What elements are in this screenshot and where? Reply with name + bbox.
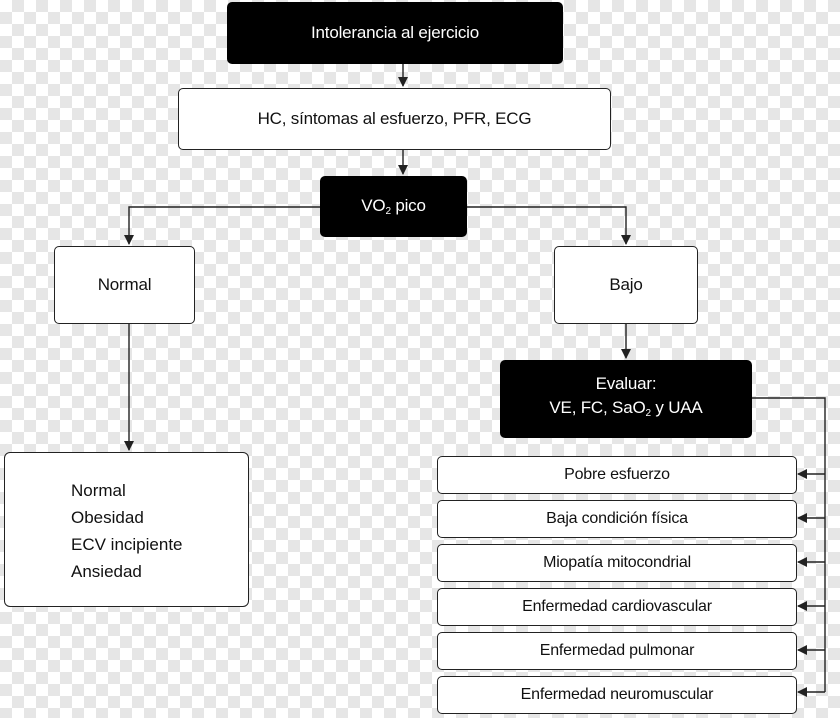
normal-causes-list: Normal Obesidad ECV incipiente Ansiedad <box>4 452 249 607</box>
node-hc-label: HC, síntomas al esfuerzo, PFR, ECG <box>257 109 532 128</box>
node-vo2-pico: VO2 pico <box>320 176 467 237</box>
node-hc: HC, síntomas al esfuerzo, PFR, ECG <box>178 88 611 150</box>
list-item: Normal <box>71 481 126 500</box>
list-item: ECV incipiente <box>71 535 183 554</box>
outcome-label: Enfermedad neuromuscular <box>520 686 714 703</box>
arrow-vo2-to-normal <box>124 206 320 245</box>
outcome-box: Enfermedad pulmonar <box>437 632 797 670</box>
node-vo2-label: VO2 pico <box>361 196 426 217</box>
outcome-label: Baja condición física <box>546 510 688 527</box>
node-intolerancia: Intolerancia al ejercicio <box>227 2 563 64</box>
outcome-box: Miopatía mitocondrial <box>437 544 797 582</box>
node-bajo-label: Bajo <box>609 275 643 294</box>
node-intolerancia-label: Intolerancia al ejercicio <box>311 23 479 42</box>
outcome-box: Baja condición física <box>437 500 797 538</box>
node-evaluar-line2: VE, FC, SaO2 y UAA <box>549 398 703 419</box>
outcome-label: Enfermedad pulmonar <box>539 642 695 659</box>
list-item: Ansiedad <box>71 562 142 581</box>
outcome-label: Enfermedad cardiovascular <box>522 598 712 615</box>
node-bajo: Bajo <box>554 246 698 324</box>
outcome-label: Miopatía mitocondrial <box>543 554 691 571</box>
outcome-box: Enfermedad neuromuscular <box>437 676 797 714</box>
node-evaluar-line1: Evaluar: <box>595 374 657 393</box>
outcome-box: Pobre esfuerzo <box>437 456 797 494</box>
arrow-vo2-to-bajo <box>467 206 631 245</box>
outcome-label: Pobre esfuerzo <box>564 466 670 483</box>
evaluar-bracket <box>752 397 826 692</box>
node-normal-label: Normal <box>97 275 152 294</box>
node-evaluar: Evaluar: VE, FC, SaO2 y UAA <box>500 360 752 438</box>
node-normal: Normal <box>54 246 195 324</box>
outcome-box: Enfermedad cardiovascular <box>437 588 797 626</box>
list-item: Obesidad <box>71 508 144 527</box>
